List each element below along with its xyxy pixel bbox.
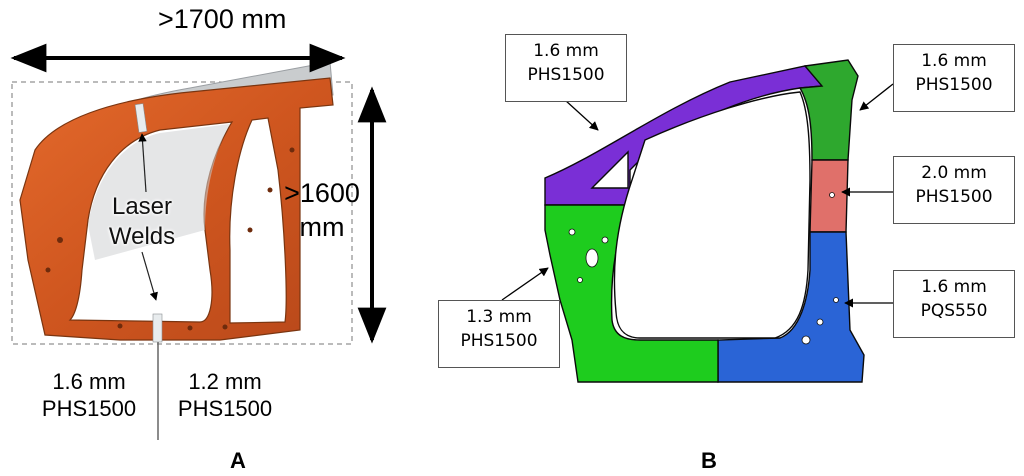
door-opening bbox=[613, 91, 811, 339]
width-dimension-label: >1700 mm bbox=[158, 4, 287, 34]
right-material-grade: PHS1500 bbox=[177, 396, 273, 421]
zone-middle-b-pillar bbox=[809, 159, 849, 233]
callout-middle-b-pillar: 2.0 mm PHS1500 bbox=[893, 156, 1015, 224]
callout-a-pillar-thickness: 1.3 mm bbox=[466, 307, 532, 327]
zone-lower-b-pillar-sill bbox=[717, 231, 865, 383]
right-material-thickness: 1.2 mm bbox=[188, 369, 262, 394]
callout-roof-rail-thickness: 1.6 mm bbox=[533, 41, 599, 61]
arrow-roof-rail bbox=[564, 99, 599, 131]
height-value: >1600 bbox=[284, 178, 360, 208]
callout-a-pillar: 1.3 mm PHS1500 bbox=[438, 300, 560, 368]
height-unit: mm bbox=[299, 212, 345, 242]
left-material-grade: PHS1500 bbox=[41, 396, 137, 421]
weld-seam-upper bbox=[134, 103, 148, 133]
panel-b-label: B bbox=[701, 448, 717, 473]
weld-arrow-upper bbox=[138, 133, 147, 193]
callout-lower-b-pillar-grade: PQS550 bbox=[920, 301, 988, 321]
right-material-label: 1.2 mm PHS1500 bbox=[170, 368, 280, 422]
callout-roof-rail: 1.6 mm PHS1500 bbox=[505, 34, 627, 102]
callout-upper-b-pillar: 1.6 mm PHS1500 bbox=[893, 44, 1015, 112]
callout-middle-b-pillar-thickness: 2.0 mm bbox=[921, 163, 987, 183]
left-material-thickness: 1.6 mm bbox=[52, 369, 126, 394]
callout-a-pillar-grade: PHS1500 bbox=[460, 331, 538, 351]
arrow-upper-b-pillar bbox=[859, 83, 894, 111]
callout-roof-rail-grade: PHS1500 bbox=[527, 65, 605, 85]
callout-middle-b-pillar-grade: PHS1500 bbox=[915, 187, 993, 207]
weld-arrow-lower bbox=[141, 251, 158, 301]
panel-a-label: A bbox=[230, 448, 246, 473]
bounding-box bbox=[11, 81, 353, 345]
laser-welds-line2: Welds bbox=[108, 223, 176, 250]
zone-upper-b-pillar bbox=[798, 59, 859, 161]
inner-shade bbox=[88, 124, 230, 260]
mounting-holes bbox=[45, 147, 295, 331]
quarter-window bbox=[590, 150, 629, 189]
callout-upper-b-pillar-thickness: 1.6 mm bbox=[921, 51, 987, 71]
laser-welds-callout: Laser Welds bbox=[92, 192, 192, 252]
callout-lower-b-pillar: 1.6 mm PQS550 bbox=[893, 270, 1015, 338]
callout-upper-b-pillar-grade: PHS1500 bbox=[915, 75, 993, 95]
arrow-a-pillar bbox=[501, 267, 549, 301]
laser-welds-line1: Laser bbox=[111, 193, 173, 220]
callout-lower-b-pillar-thickness: 1.6 mm bbox=[921, 277, 987, 297]
left-material-label: 1.6 mm PHS1500 bbox=[34, 368, 144, 422]
panel-b-drawing bbox=[501, 59, 894, 383]
panel-b-holes bbox=[568, 192, 839, 345]
height-dimension-label: >1600 mm bbox=[274, 176, 370, 244]
panel-a-drawing bbox=[10, 43, 387, 440]
weld-seam-lower bbox=[152, 313, 163, 343]
